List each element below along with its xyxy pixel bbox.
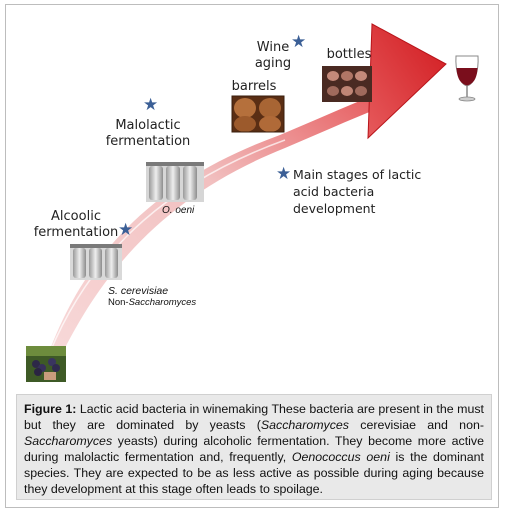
alcoholic-tanks-image (70, 244, 122, 280)
caption-part3: yeasts) during alcoholic fermentation. T… (24, 434, 484, 464)
malolactic-line2: fermentation (105, 134, 191, 149)
malolactic-tanks-image (146, 162, 204, 202)
non-genus: Saccharomyces (128, 297, 197, 308)
growth-arc-edge (49, 139, 286, 353)
legend-line2: acid bacteria (293, 184, 375, 199)
caption-part2: cerevisiae and non- (349, 418, 484, 432)
caption-part4: is the dominant species. They are expect… (24, 450, 484, 496)
caption-taxon1: Saccharomyces (260, 418, 350, 432)
legend-star-icon: ★ (276, 164, 292, 184)
star-icon: ★ (291, 32, 307, 52)
wine-aging-line2: aging (254, 56, 292, 71)
bottles-image (322, 66, 372, 102)
grapes-image (26, 346, 66, 382)
organism-non-saccharomyces: Non-Saccharomyces (108, 297, 196, 309)
non-prefix: Non- (108, 297, 129, 308)
caption-part1: Lactic acid bacteria in winemaking These… (24, 402, 484, 432)
stage-label-malolactic: Malolactic fermentation (96, 118, 200, 150)
stage-label-alcoolic: Alcoolic fermentation (28, 209, 124, 241)
stage-label-bottles: bottles (326, 47, 372, 62)
caption-taxon3: Oenococcus oeni (291, 450, 390, 464)
malolactic-line1: Malolactic (115, 118, 181, 133)
legend-line3: development (293, 201, 376, 216)
organism-o-oeni: O. oeni (162, 205, 195, 216)
legend-line1: Main stages of lactic (293, 167, 422, 182)
caption-label: Figure 1: (24, 402, 77, 416)
legend-text: Main stages of lactic acid bacteria deve… (293, 166, 443, 217)
figure-caption: Figure 1: Lactic acid bacteria in winema… (16, 394, 492, 500)
star-icon: ★ (143, 95, 159, 115)
organism-s-cerevisiae: S. cerevisiae (108, 285, 169, 297)
stage-label-wine-aging: Wine aging (248, 40, 298, 72)
arrow-head (367, 23, 447, 140)
stage-label-barrels: barrels (231, 79, 277, 94)
alcoolic-line1: Alcoolic (51, 209, 101, 224)
alcoolic-line2: fermentation (33, 225, 119, 240)
caption-taxon2: Saccharomyces (24, 434, 113, 448)
star-icon: ★ (118, 220, 134, 240)
wine-aging-line1: Wine (256, 40, 290, 55)
barrels-image (231, 95, 285, 133)
figure-frame (5, 4, 499, 508)
wine-glass-icon (455, 55, 479, 102)
